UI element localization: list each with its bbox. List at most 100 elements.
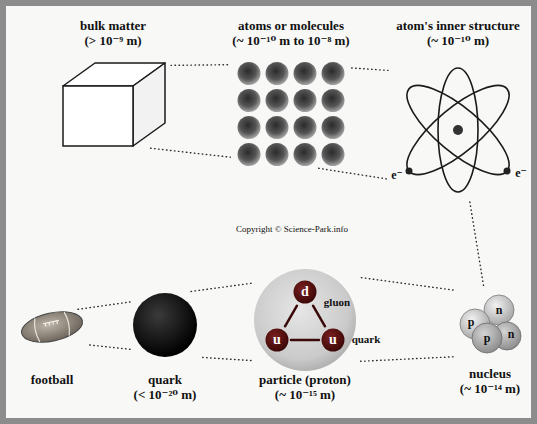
- molecule-ball: [238, 143, 261, 166]
- molecule-ball: [266, 89, 289, 112]
- molecule-ball: [266, 143, 289, 166]
- text-block: atom's inner structure(~ 10⁻¹⁰ m): [390, 18, 526, 48]
- text-block: atoms or molecules(~ 10⁻¹⁰ m to 10⁻⁸ m): [232, 18, 349, 48]
- copyright-note-anchor: Copyright © Science-Park.info: [236, 224, 348, 235]
- quark-sphere-outline: [132, 292, 198, 358]
- quark-dot: [294, 281, 317, 304]
- molecule-ball: [294, 143, 317, 166]
- copyright-note: Copyright © Science-Park.info: [236, 224, 348, 235]
- zoom-line: [171, 64, 230, 66]
- proton-sphere: du u particle (proton)(~ 10⁻¹⁵ m): [253, 268, 357, 402]
- electron-label: e⁻: [391, 168, 403, 182]
- neutron-label-anchor: n: [508, 327, 515, 341]
- proton-ball: [254, 269, 356, 371]
- molecule-ball: [294, 116, 317, 139]
- molecule-grid-area: [235, 60, 347, 168]
- molecule-ball: [294, 89, 317, 112]
- bulk-matter-cube: bulk matter(> 10⁻⁹ m): [57, 18, 169, 148]
- quark-dot: [266, 329, 289, 352]
- molecule-grid: atoms or molecules(~ 10⁻¹⁰ m to 10⁻⁸ m): [232, 18, 349, 168]
- neutron-label: n: [496, 303, 503, 317]
- cube-face: [133, 63, 165, 146]
- cube-face: [63, 86, 133, 146]
- zoom-line: [352, 68, 388, 70]
- molecule-ball: [238, 89, 261, 112]
- zoom-line: [88, 345, 130, 349]
- scale-label: d: [293, 280, 317, 304]
- electron-orbit: [395, 72, 521, 188]
- zoom-line: [319, 168, 388, 179]
- page-border: [3, 3, 534, 421]
- atom-model-area: [390, 60, 526, 200]
- football-figure: football: [18, 310, 86, 387]
- electron-label: e⁻: [515, 166, 527, 180]
- molecule-ball: [238, 116, 261, 139]
- text-block: particle (proton)(~ 10⁻¹⁵ m): [253, 372, 357, 402]
- atom-model: atom's inner structure(~ 10⁻¹⁰ m): [390, 18, 526, 200]
- atom-nucleus-dot: [453, 125, 463, 135]
- quark-label-anchor: quark: [352, 333, 381, 346]
- neutron-label-anchor: n: [496, 303, 503, 317]
- proton-label-anchor: p: [484, 331, 491, 345]
- nucleus-cluster-outline: [455, 290, 525, 360]
- scale-label: particle (proton): [253, 372, 357, 387]
- scale-label: nucleus: [455, 366, 525, 381]
- up-quark: u: [321, 328, 345, 352]
- zoom-line: [189, 283, 251, 291]
- zoom-line: [359, 277, 453, 290]
- football-body: [19, 307, 85, 347]
- scale-label: quark: [132, 372, 198, 387]
- electron-orbit: [438, 68, 478, 192]
- scale-label: (~ 10⁻¹⁰ m): [390, 33, 526, 48]
- molecule-ball: [322, 116, 345, 139]
- scale-label: (> 10⁻⁹ m): [57, 33, 169, 48]
- text-block: bulk matter(> 10⁻⁹ m): [57, 18, 169, 48]
- scale-label: (~ 10⁻¹⁵ m): [253, 387, 357, 402]
- neutron-label: n: [508, 327, 515, 341]
- scale-label: football: [18, 372, 86, 387]
- text-block: quark(< 10⁻²⁰ m): [132, 372, 198, 402]
- electron-label-anchor: e⁻: [391, 168, 403, 182]
- molecule-ball: [322, 62, 345, 85]
- quark-ball: [133, 293, 197, 357]
- scale-label: (< 10⁻²⁰ m): [132, 387, 198, 402]
- quark-sphere-area: [132, 292, 198, 358]
- electron-orbit: [395, 72, 521, 188]
- bulk-matter-cube-area: [57, 60, 169, 148]
- scale-label: u: [321, 328, 345, 352]
- molecule-ball: [322, 143, 345, 166]
- scale-label: (~ 10⁻¹⁰ m to 10⁻⁸ m): [232, 33, 349, 48]
- molecule-ball: [238, 62, 261, 85]
- scale-label: u: [265, 328, 289, 352]
- scale-label: atom's inner structure: [390, 18, 526, 33]
- nucleon-ball: [472, 323, 502, 353]
- football-lace: [43, 320, 59, 326]
- proton-sphere-outline: [253, 268, 357, 372]
- electron-dot: [504, 168, 511, 175]
- football-figure-area: [18, 310, 86, 344]
- zoom-line: [151, 148, 231, 157]
- quark-dot: [322, 329, 345, 352]
- atom-model-outline: [390, 60, 526, 200]
- zoom-line: [75, 302, 130, 310]
- gluon-label: gluon: [324, 296, 350, 309]
- up-quark: u: [265, 328, 289, 352]
- molecule-ball: [322, 89, 345, 112]
- text-block: nucleus(~ 10⁻¹⁴ m): [455, 366, 525, 396]
- zoom-line: [200, 357, 251, 360]
- scale-label: atoms or molecules: [232, 18, 349, 33]
- scale-label: bulk matter: [57, 18, 169, 33]
- zoom-line: [359, 357, 453, 362]
- molecule-grid-outline: [235, 60, 347, 168]
- quark-sphere: quark(< 10⁻²⁰ m): [132, 292, 198, 402]
- football-seam: [33, 312, 71, 343]
- zoom-line: [470, 202, 484, 288]
- proton-label-anchor: p: [468, 315, 475, 329]
- molecule-ball: [266, 116, 289, 139]
- proton-label: p: [484, 331, 491, 345]
- proton-sphere-area: du u: [253, 268, 357, 372]
- football-figure-outline: [18, 310, 86, 344]
- bulk-matter-cube-outline: [57, 60, 169, 148]
